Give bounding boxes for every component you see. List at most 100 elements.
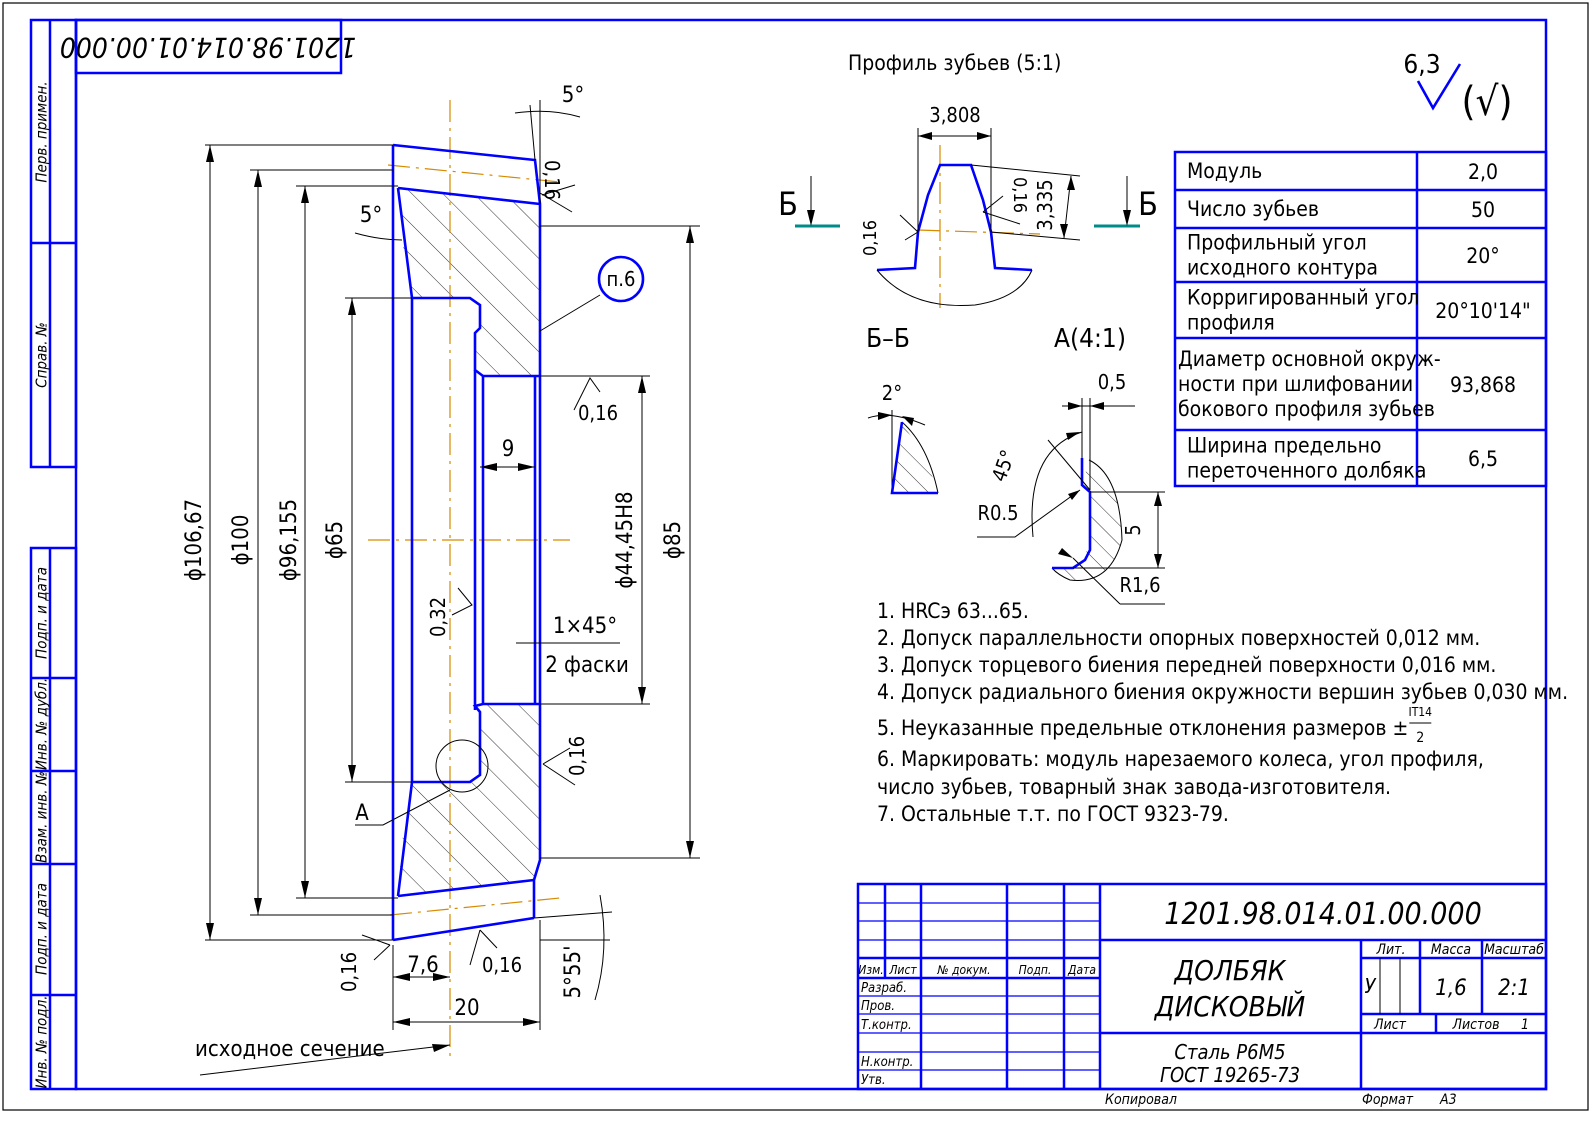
tooth-rough-right: 0,16 (1009, 177, 1030, 213)
note-4: 4. Допуск радиального биения окружности … (877, 680, 1568, 704)
title-name-1: ДОЛБЯК (1173, 954, 1286, 987)
note-5-numerator: IT14 (1409, 705, 1433, 719)
row-utv: Утв. (861, 1073, 886, 1088)
roughness-bore-top: 0,16 (578, 401, 618, 425)
format-label: Формат (1362, 1092, 1414, 1108)
title-designation: 1201.98.014.01.00.000 (1164, 897, 1482, 932)
side-label-vzam-inv: Взам. инв. № (33, 771, 51, 863)
side-label-perv-primen: Перв. примен. (33, 81, 51, 182)
param-label: исходного контура (1187, 256, 1378, 280)
note-1: 1. HRCэ 63...65. (877, 599, 1029, 623)
detail-a-view: А(4:1) 0,5 45° R0.5 R1, (977, 324, 1165, 605)
roughness-top: 0,16 (540, 160, 564, 200)
format-value: A3 (1439, 1092, 1457, 1108)
scale-label: Масштаб (1484, 942, 1544, 958)
note-callout-label: п.6 (607, 267, 636, 291)
row-razrab: Разраб. (861, 981, 907, 996)
side-label-sprav: Справ. № (33, 322, 51, 388)
param-value: 93,868 (1450, 373, 1516, 397)
dim-width-7-6: 7,6 (407, 953, 438, 978)
dim-d-85: ϕ85 (661, 521, 686, 559)
side-label-podp-data-2: Подп. и дата (33, 883, 51, 975)
side-label-inv-podl: Инв. № подл. (33, 995, 51, 1088)
roughness-bottom: 0,16 (482, 953, 522, 977)
surface-finish-symbol: 6,3 (√) (1403, 50, 1512, 125)
side-label-podp-data-1: Подп. и дата (33, 567, 51, 659)
section-bb-angle: 2° (882, 381, 902, 405)
title-material-2: ГОСТ 19265-73 (1160, 1063, 1300, 1087)
hatch-lower (398, 704, 540, 896)
param-value: 2,0 (1468, 160, 1498, 184)
param-value: 20°10'14" (1435, 299, 1530, 323)
dim-d-65: ϕ65 (323, 521, 348, 559)
copied-label: Копировал (1105, 1092, 1177, 1108)
note-6-cont: число зубьев, товарный знак завода-изгот… (877, 775, 1391, 799)
side-label-inv-dubl: Инв. № дубл. (33, 678, 51, 770)
section-label: исходное сечение (195, 1037, 385, 1062)
pitch-line-bottom (389, 897, 561, 916)
roughness-left-bottom: 0,16 (337, 952, 361, 992)
pitch-line-top (387, 164, 561, 183)
mass-label: Масса (1431, 942, 1471, 958)
title-name-2: ДИСКОВЫЙ (1154, 989, 1306, 1023)
param-label: Число зубьев (1187, 197, 1319, 221)
dim-chamfer: 1×45° (553, 614, 617, 639)
param-value: 6,5 (1468, 447, 1498, 471)
tooth-height: 3,335 (1033, 179, 1057, 231)
dim-d-bore: ϕ44,45H8 (613, 491, 638, 588)
param-label: Ширина предельно (1187, 434, 1382, 458)
main-section-view: п.6 ϕ106,67 ϕ100 ϕ96,155 ϕ65 ϕ44,45H8 ϕ8… (182, 83, 700, 1076)
roughness-check-icon (1416, 63, 1462, 111)
section-mark-left: Б (778, 185, 798, 223)
scale-value: 2:1 (1498, 976, 1530, 1001)
note-5-denominator: 2 (1416, 730, 1424, 746)
mass-value: 1,6 (1435, 976, 1466, 1001)
rotated-designation: 1201.98.014.01.00.000 (60, 31, 356, 64)
col-izm: Изм. (858, 963, 883, 977)
dim-width-20: 20 (454, 996, 479, 1021)
lit-label: Лит. (1376, 942, 1406, 958)
note-3: 3. Допуск торцевого биения передней пове… (877, 653, 1496, 677)
param-label: профиля (1187, 311, 1275, 335)
surface-finish-value: 6,3 (1403, 50, 1440, 80)
row-tkontr: Т.контр. (861, 1018, 912, 1033)
dim-angle-top: 5° (562, 83, 584, 108)
dim-chamfer-note: 2 фаски (545, 653, 629, 678)
surface-finish-other: (√) (1461, 79, 1512, 125)
technical-notes: 1. HRCэ 63...65. 2. Допуск параллельност… (877, 599, 1568, 826)
roughness-bore: 0,32 (426, 597, 450, 637)
note-7: 7. Остальные т.т. по ГОСТ 9323-79. (877, 802, 1229, 826)
param-label: бокового профиля зубьев (1178, 397, 1435, 421)
col-list: Лист (888, 963, 917, 977)
note-6: 6. Маркировать: модуль нарезаемого колес… (877, 747, 1484, 771)
rotated-designation-box: 1201.98.014.01.00.000 (60, 18, 356, 75)
sheets-label: Листов (1451, 1017, 1499, 1033)
param-value: 20° (1466, 244, 1499, 268)
dim-width-9: 9 (502, 437, 515, 462)
row-prov: Пров. (861, 999, 895, 1014)
dim-d-outer: ϕ106,67 (182, 499, 207, 581)
col-podp: Подп. (1019, 963, 1052, 977)
detail-a-r-large: R1,6 (1119, 573, 1160, 597)
detail-a-title: А(4:1) (1054, 324, 1126, 354)
param-value: 50 (1471, 198, 1495, 222)
detail-a-r-small: R0.5 (977, 501, 1018, 525)
roughness-right-face: 0,16 (565, 736, 589, 776)
section-bb-view: Б–Б 2° (866, 324, 939, 495)
hatch-upper (398, 188, 540, 376)
tooth-width: 3,808 (929, 103, 981, 127)
detail-a-dim-0-5: 0,5 (1098, 370, 1127, 394)
title-material-1: Сталь Р6М5 (1174, 1040, 1285, 1064)
sheets-value: 1 (1521, 1017, 1529, 1033)
detail-a-angle: 45° (987, 447, 1020, 485)
col-dokum: № докум. (936, 963, 990, 977)
side-strip-top: Перв. примен. Справ. № (29, 18, 78, 469)
title-block: 1201.98.014.01.00.000 ДОЛБЯК ДИСКОВЫЙ Ст… (856, 882, 1548, 1091)
tooth-rough-left: 0,16 (860, 220, 881, 256)
callout-a-label: А (355, 801, 369, 826)
param-label: Профильный угол (1187, 231, 1367, 255)
row-nkontr: Н.контр. (861, 1055, 913, 1070)
param-label: Корригированный угол (1187, 286, 1419, 310)
